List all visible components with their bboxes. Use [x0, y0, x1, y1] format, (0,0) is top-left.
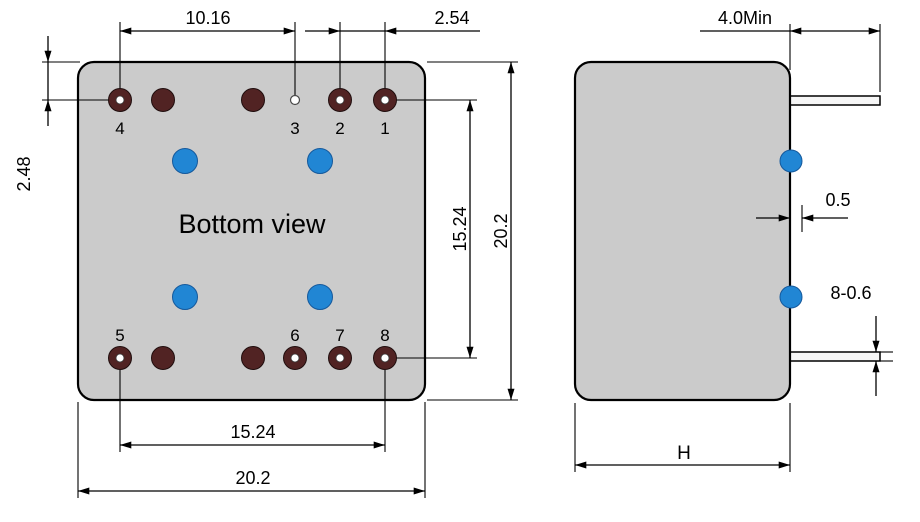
pad [241, 346, 265, 370]
lead-top [787, 95, 881, 106]
dim-edge-to-row: 2.48 [14, 36, 110, 192]
dim-pin-span: 15.24 [119, 369, 386, 452]
dim-body-height: 20.2 [427, 61, 518, 401]
locating-bosses [172, 148, 333, 310]
boss [172, 284, 198, 310]
pin-label-5: 5 [115, 326, 124, 345]
dim-pin-span-value: 15.24 [230, 422, 275, 442]
lead-bottom [787, 351, 881, 362]
pin-label-4: 4 [115, 119, 124, 138]
dim-boss-protrusion-value: 0.5 [825, 190, 850, 210]
pin-3 [289, 94, 301, 106]
pad [151, 346, 175, 370]
pin-8-hole [380, 353, 390, 363]
pin-1-hole [380, 95, 390, 105]
pin-label-3: 3 [290, 119, 299, 138]
dim-top-pitch-value: 10.16 [185, 8, 230, 28]
dim-top-pitch: 10.16 [120, 8, 295, 35]
pin-2-hole [335, 95, 345, 105]
dim-body-height-value: 20.2 [491, 213, 511, 248]
dim-lead-thickness-value: 8-0.6 [830, 283, 871, 303]
pin-label-6: 6 [290, 326, 299, 345]
pin-5-hole [115, 353, 125, 363]
dim-lead-length-value: 4.0Min [718, 8, 772, 28]
pin-label-7: 7 [335, 326, 344, 345]
pad [241, 88, 265, 112]
pin-label-2: 2 [335, 119, 344, 138]
bottom-view: 10.16 2.54 2.48 15.24 [14, 8, 518, 498]
pin-label-1: 1 [380, 119, 389, 138]
pin-label-8: 8 [380, 326, 389, 345]
pad [151, 88, 175, 112]
pin-row-top-labels: 4 3 2 1 [115, 119, 389, 138]
view-caption: Bottom view [178, 209, 326, 239]
dim-row-to-row-value: 15.24 [450, 206, 470, 251]
component-body-side [573, 60, 792, 402]
dim-depth-h: H [574, 403, 791, 472]
boss [307, 284, 333, 310]
dim-body-width: 20.2 [77, 402, 426, 498]
extension-lines-top [119, 22, 386, 95]
dim-boss-protrusion: 0.5 [756, 190, 851, 232]
pin-7-hole [335, 353, 345, 363]
boss [307, 148, 333, 174]
pin-row-bottom [108, 346, 397, 370]
pin-row-bottom-labels: 5 6 7 8 [115, 326, 389, 345]
dim-lead-length: 4.0Min [700, 8, 881, 92]
pin-row-top [108, 88, 397, 112]
boss-side [779, 285, 803, 309]
boss [172, 148, 198, 174]
dim-pin-pitch: 2.54 [305, 8, 480, 35]
dim-pin-pitch-value: 2.54 [434, 8, 469, 28]
component-body-bottom [76, 60, 427, 402]
dim-depth-h-value: H [677, 443, 691, 464]
pin-6-hole [290, 353, 300, 363]
pin-4-hole [115, 95, 125, 105]
side-view: 4.0Min 0.5 8-0.6 H [573, 8, 893, 472]
boss-side [779, 149, 803, 173]
dim-body-width-value: 20.2 [235, 468, 270, 488]
dim-lead-thickness: 8-0.6 [830, 283, 893, 396]
dim-edge-to-row-value: 2.48 [14, 156, 34, 191]
dim-row-to-row: 15.24 [396, 99, 477, 359]
